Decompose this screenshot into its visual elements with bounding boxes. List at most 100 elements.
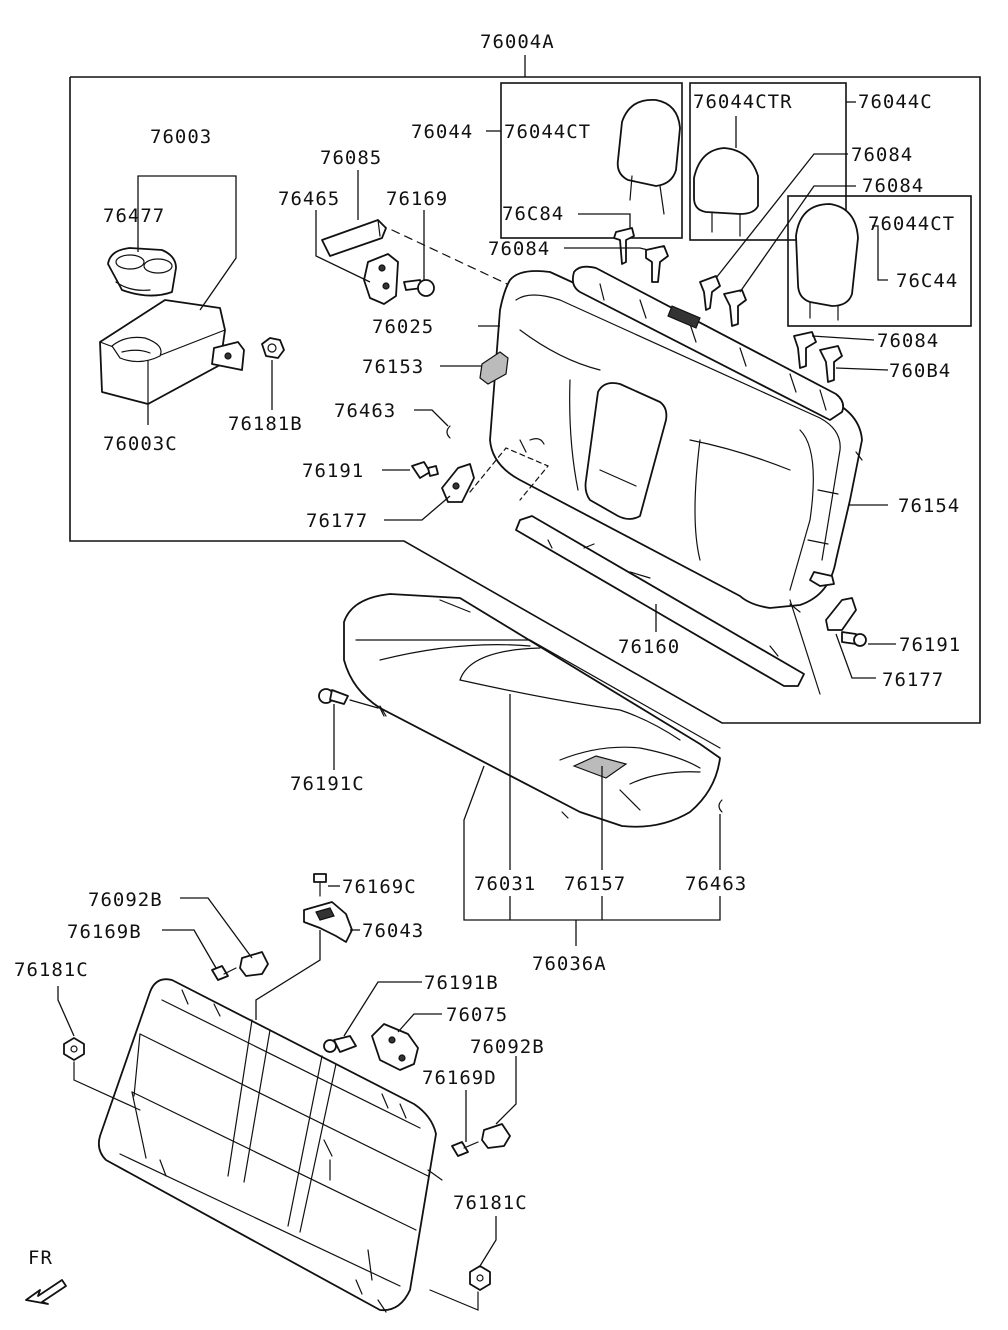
callout-76169D: 76169D [422,1067,497,1089]
hinge-guide-box [469,447,549,501]
callout-76044CT-b: 76044CT [868,213,955,235]
hinge-76465 [363,253,399,305]
rod-76160 [515,515,805,687]
leader-76092B-b [495,1056,517,1125]
label-patch-76157 [572,755,628,779]
callout-76084-d: 76084 [862,175,924,197]
dash-guide-1 [391,229,521,291]
leader-76463-a [414,409,449,427]
leader-76043 [255,930,321,1020]
hook-76043 [303,901,353,943]
guide-76084-e [793,331,817,369]
bracket-76085 [321,219,387,257]
guide-76084-b [645,245,669,283]
callout-76004A: 76004A [480,31,555,53]
callout-76191B: 76191B [424,972,499,994]
leader-76084-b [564,247,649,251]
screw-76169d [451,1141,479,1157]
callout-76092B-a: 76092B [88,889,163,911]
callout-76084-b: 76084 [488,238,550,260]
armrest-cup-holder [99,299,245,405]
bolt-76191-b [841,631,867,647]
callout-76181C-a: 76181C [14,959,89,981]
guide-76084-a [613,227,635,265]
leader-76181C-b [479,1216,497,1267]
callout-76177-a: 76177 [306,510,368,532]
callout-76463-a: 76463 [334,400,396,422]
clip-76181b [261,337,285,359]
leader-76181C-a-frame [73,1061,141,1111]
callout-76084-c: 76084 [851,144,913,166]
wire-76463-a [446,425,451,439]
label-patch-76153 [479,351,509,385]
leader-76177-b [835,633,876,679]
callout-76092B-b: 76092B [470,1036,545,1058]
leader-76084-d [739,185,856,293]
headrest-box-ctr [689,82,847,241]
callout-76191-a: 76191 [302,460,364,482]
leader-76191B [343,981,422,1037]
nut-76181c-b [469,1265,491,1291]
callout-76169C: 76169C [342,876,417,898]
headrest-box-ct-right [787,195,972,327]
callout-76044-b: 76C44 [896,270,958,292]
bracket-76075 [371,1023,419,1071]
callout-76463-b: 76463 [685,873,747,895]
callout-76181C-b: 76181C [453,1192,528,1214]
cap-76092b-a [239,951,269,977]
headrest-box-ct [500,82,683,239]
seat-back [489,265,863,613]
guide-76084-f [819,345,843,383]
callout-76181B: 76181B [228,413,303,435]
bolt-76191b [323,1035,357,1053]
leader-76075 [397,1013,442,1033]
callout-76157: 76157 [564,873,626,895]
headrest-76044ct [616,99,681,215]
leader-76003 [137,175,237,311]
cup-holder-insert [107,247,177,297]
callout-76044-a: 76044 [411,121,473,143]
hinge-guide-right [789,599,821,695]
leader-76084-f [835,367,889,371]
guide-76084-c [699,275,721,311]
seatback-assembly-frame [69,76,981,724]
screw-76169c [313,873,327,897]
leader-76084-c [715,153,848,279]
callout-76084-e: 76084 [877,330,939,352]
headrest-76044ctr [693,147,759,237]
leader-76084-a [578,213,631,228]
callout-76084-f: 760B4 [889,360,951,382]
seat-cushion [343,593,721,828]
bracket-76036A [463,765,721,921]
leader-76465 [315,210,371,283]
leader-76092B-a [180,897,253,959]
headrest-76044ct-right [795,203,859,321]
callout-76031: 76031 [474,873,536,895]
screw-76169b [211,965,237,981]
fr-label: FR [28,1247,53,1269]
callout-76084-a: 76C84 [502,203,564,225]
callout-76044CTR: 76044CTR [693,91,793,113]
callout-76191-b: 76191 [899,634,961,656]
callout-76044C: 76044C [858,91,933,113]
callout-76177-b: 76177 [882,669,944,691]
cap-76092b-b [481,1123,511,1149]
bolt-76191-a [411,461,439,479]
guide-76084-d [723,289,747,327]
callout-76169B: 76169B [67,921,142,943]
callout-76003: 76003 [150,126,212,148]
leader-76169B [162,929,217,969]
callout-76075: 76075 [446,1004,508,1026]
callout-76154: 76154 [898,495,960,517]
hinge-76177-a [441,463,475,503]
seat-frame [97,978,443,1313]
callout-76160: 76160 [618,636,680,658]
leader-76044-b [872,225,888,281]
bolt-76191c [318,688,387,717]
leader-76084-e [811,335,875,341]
callout-76191C: 76191C [290,773,365,795]
bolt-76169 [403,279,435,297]
leader-76177-a [384,495,451,521]
nut-76181c-a [63,1037,85,1061]
